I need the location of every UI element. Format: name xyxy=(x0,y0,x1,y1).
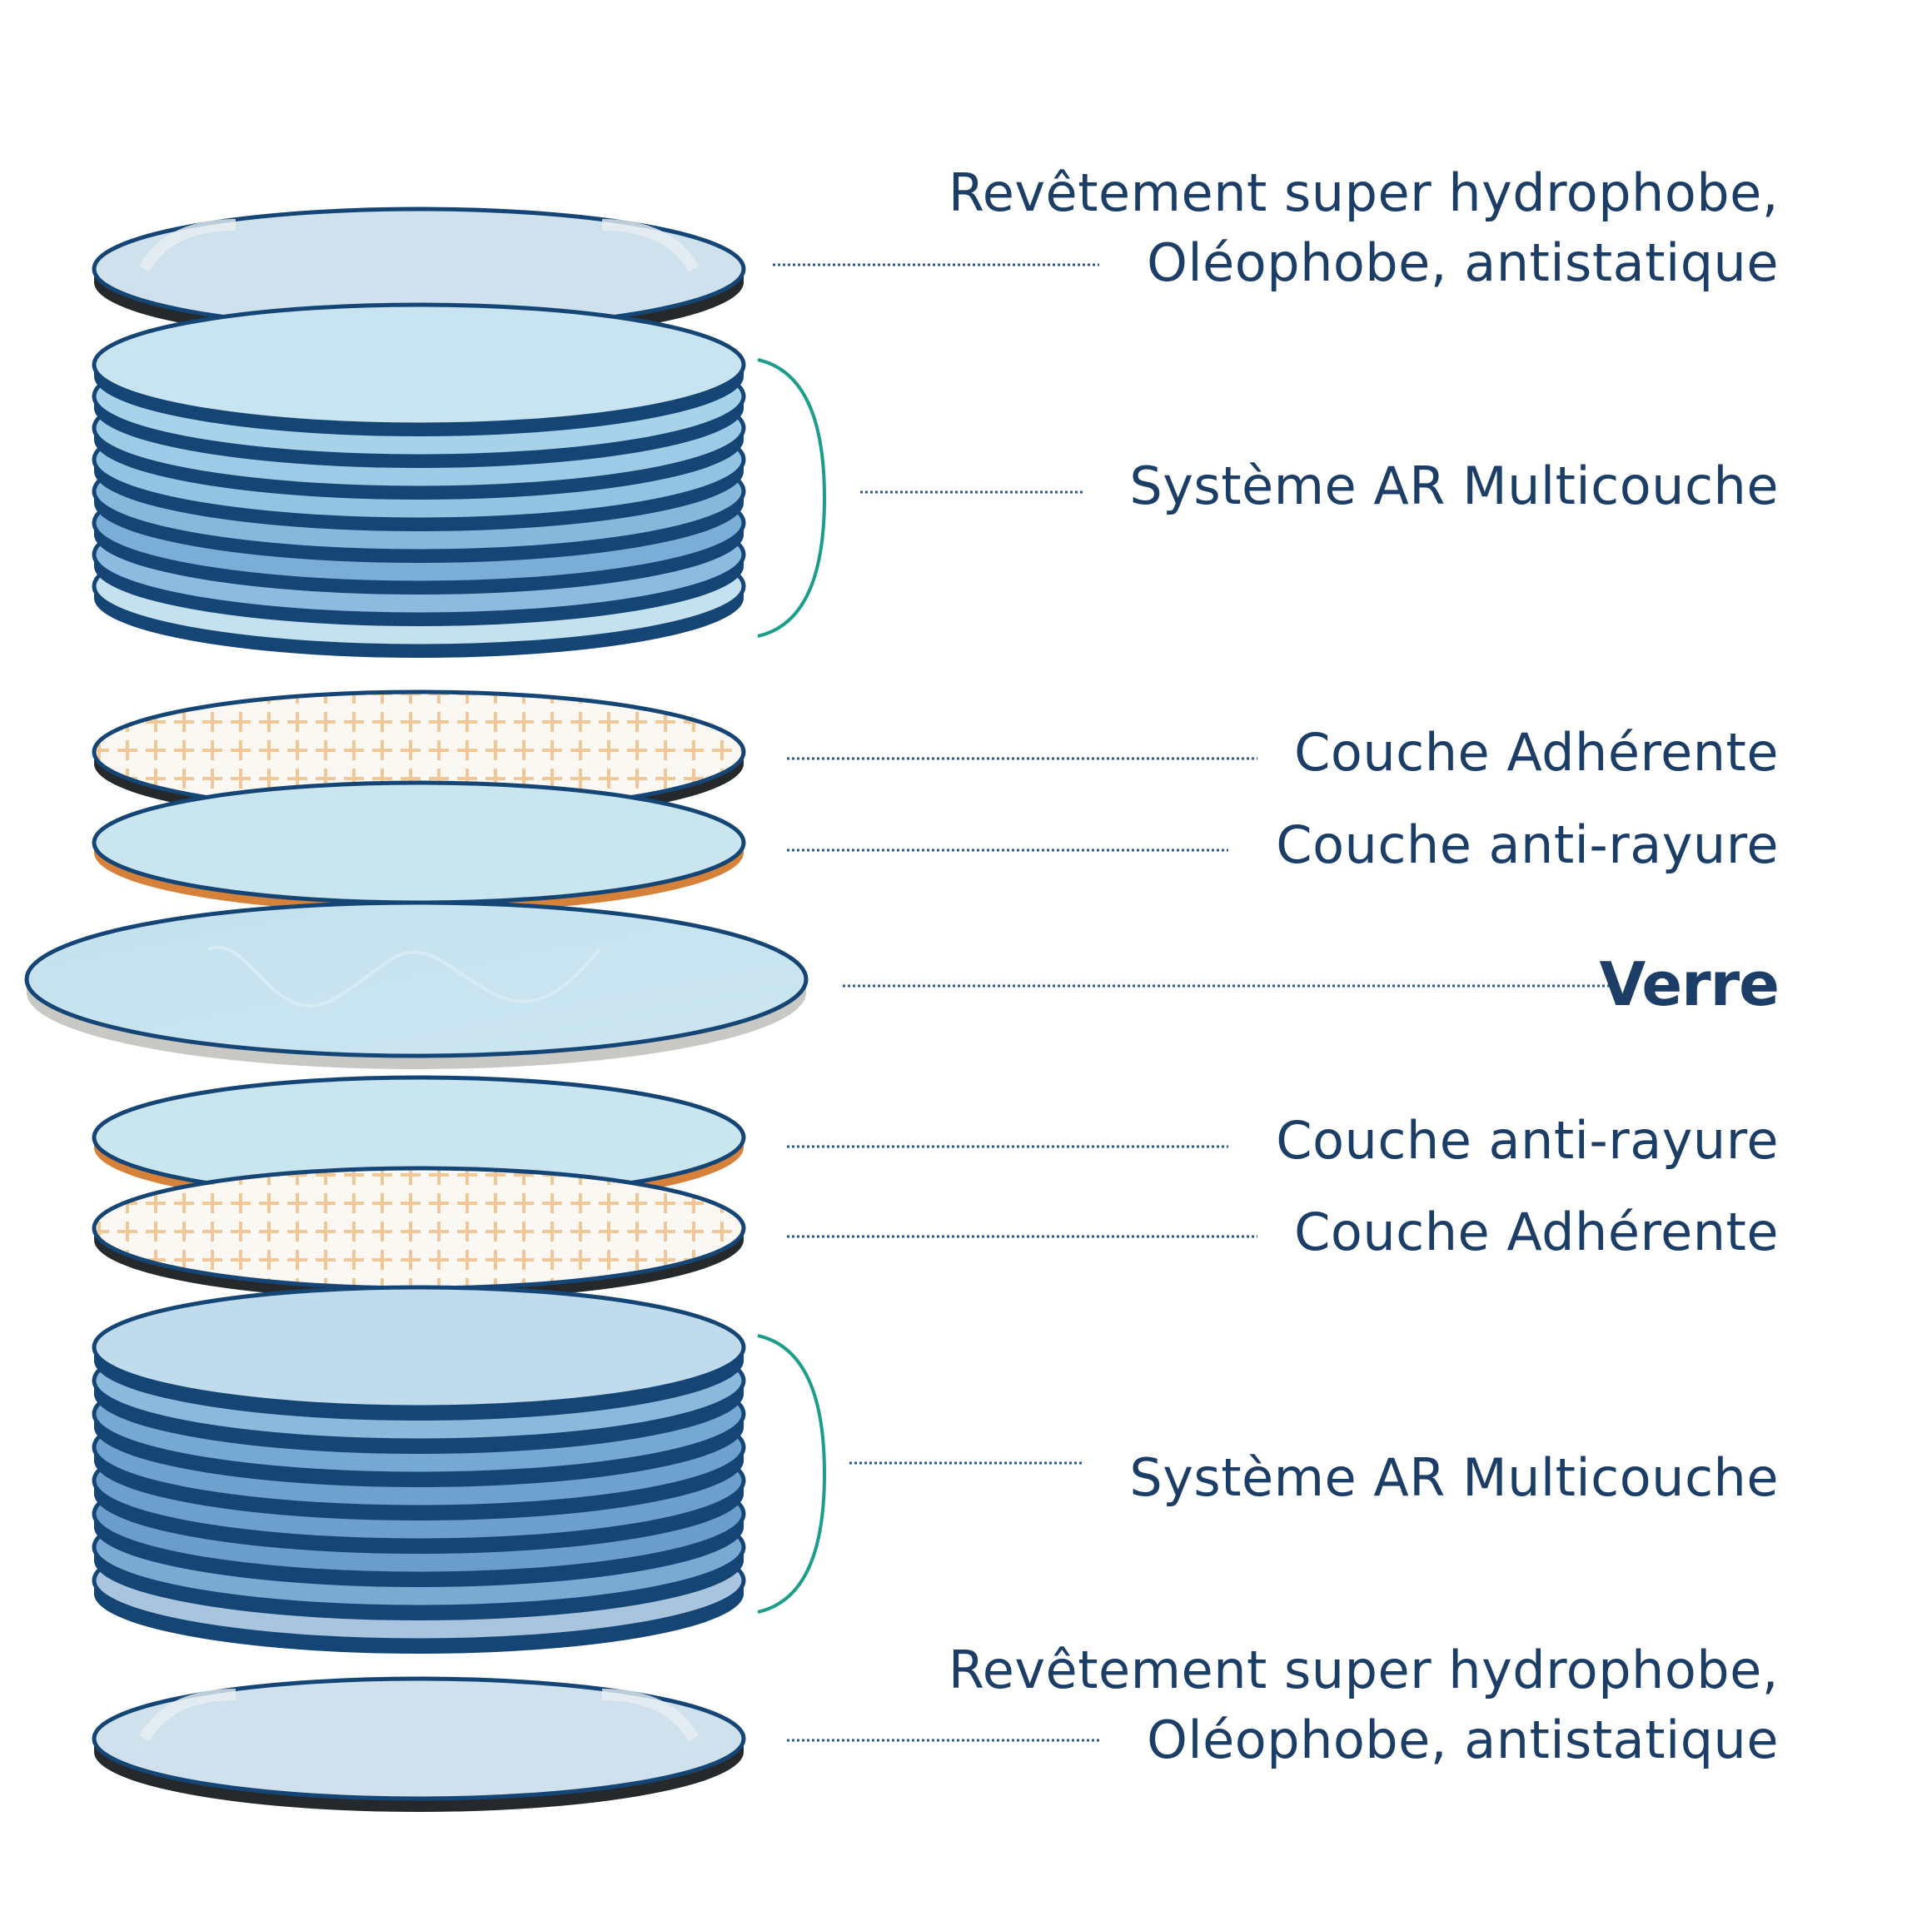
upper-ar-layer-surface xyxy=(92,302,746,427)
label-line: Oléophobe, antistatique xyxy=(1147,232,1779,293)
upper-antiscratch-layer-surface xyxy=(92,780,746,905)
label-line: Revêtement super hydrophobe, xyxy=(948,1640,1779,1700)
label-bottom-adherent: Couche Adhérente xyxy=(1294,1197,1779,1267)
label-line: Couche anti-rayure xyxy=(1276,1110,1779,1171)
bottom-hydrophobic-lens-surface xyxy=(92,1676,746,1801)
glass-lens-surface xyxy=(24,900,809,1058)
label-line: Oléophobe, antistatique xyxy=(1147,1709,1779,1770)
lower-adherent-layer-surface xyxy=(92,1166,746,1291)
bracket-upper-ar xyxy=(757,358,827,638)
bottom-hydrophobic-lens xyxy=(92,1676,746,1812)
label-top-antiscratch: Couche anti-rayure xyxy=(1276,810,1779,880)
label-glass: Verre xyxy=(1599,949,1780,1019)
lower-ar-layer-surface xyxy=(92,1285,746,1410)
lower-adherent-layer xyxy=(92,1166,746,1300)
bracket-lower-ar xyxy=(757,1334,827,1614)
upper-antiscratch-layer xyxy=(92,780,746,913)
label-top-hydrophobic: Revêtement super hydrophobe, Oléophobe, … xyxy=(949,158,1779,298)
label-line: Système AR Multicouche xyxy=(1129,1447,1779,1508)
lens-highlight xyxy=(601,1689,700,1742)
label-line: Revêtement super hydrophobe, xyxy=(948,162,1779,223)
label-bottom-ar: Système AR Multicouche xyxy=(1129,1443,1779,1513)
label-bottom-hydrophobic: Revêtement super hydrophobe, Oléophobe, … xyxy=(949,1635,1779,1775)
label-line: Couche Adhérente xyxy=(1294,1202,1779,1262)
lens-highlight xyxy=(138,219,237,272)
label-top-ar: Système AR Multicouche xyxy=(1129,451,1779,521)
label-top-adherent: Couche Adhérente xyxy=(1294,718,1779,788)
glass-wave xyxy=(207,945,601,1008)
label-line: Système AR Multicouche xyxy=(1129,455,1779,516)
lower-ar-layer xyxy=(92,1285,746,1421)
upper-ar-layer xyxy=(92,302,746,436)
label-line: Verre xyxy=(1599,949,1780,1019)
lens-highlight xyxy=(138,1689,237,1742)
glass-lens xyxy=(24,900,809,1069)
label-line: Couche anti-rayure xyxy=(1276,814,1779,875)
label-bottom-antiscratch: Couche anti-rayure xyxy=(1276,1106,1779,1176)
lens-highlight xyxy=(601,219,700,272)
label-line: Couche Adhérente xyxy=(1294,722,1779,783)
